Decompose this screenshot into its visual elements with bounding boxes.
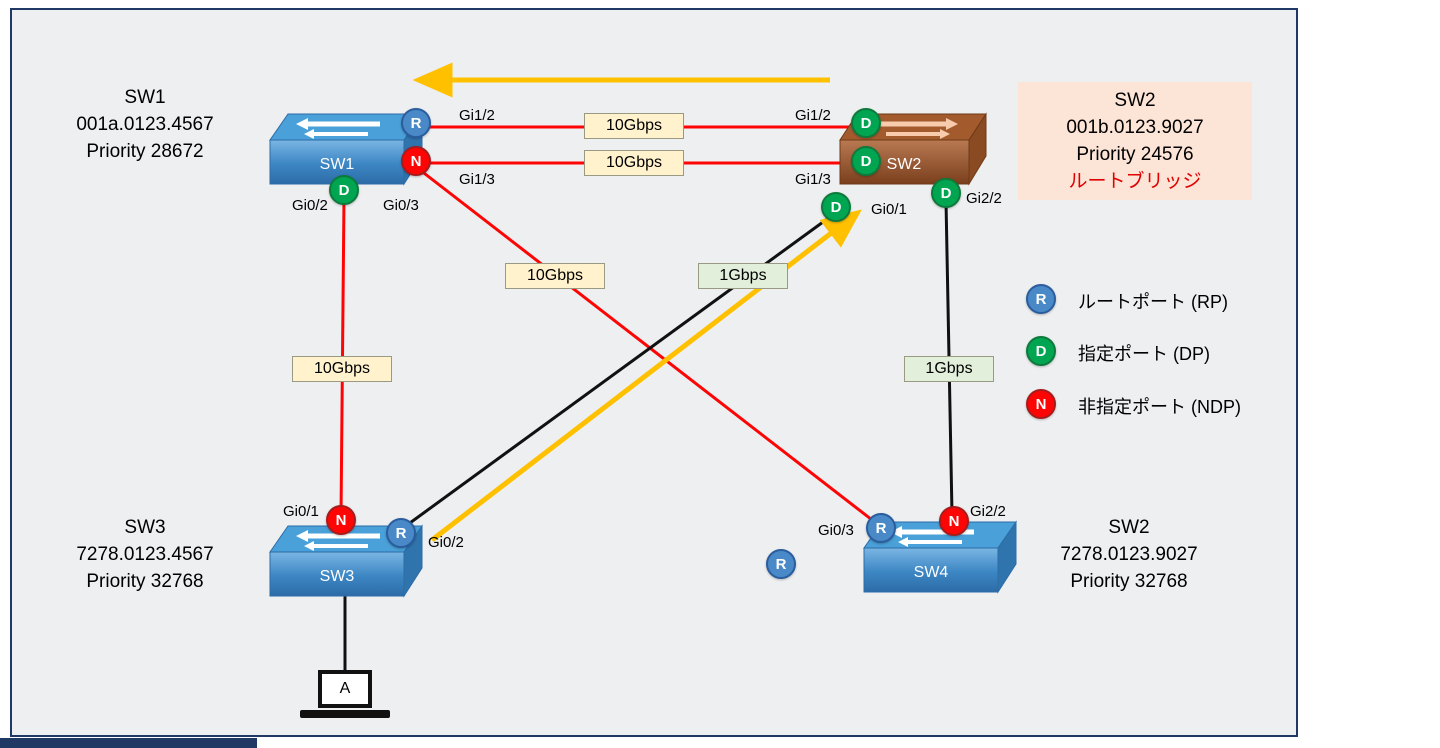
switch-label-sw4: SW4	[914, 564, 949, 581]
port-role-sw1-gi0-2-designated: D	[329, 175, 359, 205]
switch-label-sw1: SW1	[320, 156, 355, 173]
switch-icon-sw4: SW4	[863, 520, 1017, 594]
legend-root-port-icon: R	[1026, 284, 1056, 314]
port-label-sw3-gi0-2: Gi0/2	[428, 534, 464, 551]
port-label-sw2-gi0-1: Gi0/1	[871, 201, 907, 218]
host-a-laptop-base-icon	[300, 710, 390, 718]
host-a-laptop-icon: A	[318, 670, 372, 708]
info-sw3-name: SW3	[124, 517, 166, 538]
port-label-sw3-gi0-1: Gi0/1	[283, 503, 319, 520]
port-role-floating-root: R	[766, 549, 796, 579]
legend-symbol: N	[1035, 395, 1047, 413]
info-sw1-priority: Priority 28672	[86, 141, 204, 162]
info-sw1-name: SW1	[124, 87, 166, 108]
info-sw3-priority: Priority 32768	[86, 571, 204, 592]
port-role-letter: R	[775, 555, 787, 573]
port-role-letter: D	[338, 181, 350, 199]
port-label-sw4-gi0-3: Gi0/3	[818, 522, 854, 539]
port-label-sw1-gi0-3: Gi0/3	[383, 197, 419, 214]
legend-nondesignated-port-label: 非指定ポート (NDP)	[1078, 397, 1241, 417]
port-role-letter: R	[395, 524, 407, 542]
info-sw1: SW1 001a.0123.4567 Priority 28672	[30, 84, 260, 165]
legend-nondesignated-port-icon: N	[1026, 389, 1056, 419]
port-role-sw1-gi1-3-nondesignated: N	[401, 146, 431, 176]
info-sw2-priority: Priority 24576	[1076, 144, 1194, 165]
legend-designated-port-icon: D	[1026, 336, 1056, 366]
legend-designated-port-label: 指定ポート (DP)	[1078, 344, 1210, 364]
switch-arrows-icon	[296, 530, 380, 551]
port-role-letter: N	[335, 511, 347, 529]
switch-label-sw3: SW3	[320, 568, 355, 585]
info-sw1-mac: 001a.0123.4567	[76, 114, 214, 135]
port-role-sw3-gi0-1-nondesignated: N	[326, 505, 356, 535]
port-role-sw4-gi2-2-nondesignated: N	[939, 506, 969, 536]
port-role-letter: D	[830, 198, 842, 216]
speed-label-sw1-sw2-link2: 10Gbps	[584, 150, 684, 176]
port-label-sw4-gi2-2: Gi2/2	[970, 503, 1006, 520]
info-sw4-priority: Priority 32768	[1070, 571, 1188, 592]
switch-arrows-icon	[296, 118, 380, 139]
switch-sw4: SW4	[862, 520, 1018, 596]
info-sw4: SW2 7278.0123.9027 Priority 32768	[1014, 514, 1244, 595]
port-role-sw2-gi1-3-designated: D	[851, 146, 881, 176]
port-role-sw2-gi0-1-designated: D	[821, 192, 851, 222]
port-role-sw3-gi0-2-root: R	[386, 518, 416, 548]
port-role-letter: R	[875, 519, 887, 537]
speed-label-sw1-sw3: 10Gbps	[292, 356, 392, 382]
info-sw3: SW3 7278.0123.4567 Priority 32768	[30, 514, 260, 595]
port-label-sw1-gi0-2: Gi0/2	[292, 197, 328, 214]
info-sw2-mac: 001b.0123.9027	[1066, 117, 1204, 138]
legend-symbol: R	[1035, 290, 1047, 308]
info-sw4-mac: 7278.0123.9027	[1060, 544, 1198, 565]
port-role-letter: D	[860, 152, 872, 170]
speed-label-sw2-sw4: 1Gbps	[904, 356, 994, 382]
port-role-letter: N	[948, 512, 960, 530]
info-sw2-name: SW2	[1114, 90, 1156, 111]
host-a-label: A	[339, 680, 351, 697]
speed-label-sw1-sw4: 10Gbps	[505, 263, 605, 289]
port-role-sw1-gi1-2-root: R	[401, 108, 431, 138]
port-role-sw2-gi2-2-designated: D	[931, 178, 961, 208]
port-label-sw1-gi1-3: Gi1/3	[459, 171, 495, 188]
port-role-letter: N	[410, 152, 422, 170]
port-label-sw1-gi1-2: Gi1/2	[459, 107, 495, 124]
bottom-accent-strip	[0, 738, 257, 748]
legend-symbol: D	[1035, 342, 1047, 360]
port-role-sw4-gi0-3-root: R	[866, 513, 896, 543]
info-sw2-root-bridge-note: ルートブリッジ	[1068, 171, 1202, 192]
switch-sw3: SW3	[268, 524, 424, 600]
info-sw2: SW2 001b.0123.9027 Priority 24576 ルートブリッ…	[1018, 82, 1252, 200]
switch-arrows-icon	[876, 118, 958, 139]
info-sw3-mac: 7278.0123.4567	[76, 544, 214, 565]
info-sw4-name: SW2	[1108, 517, 1150, 538]
legend-root-port-label: ルートポート (RP)	[1078, 292, 1228, 312]
speed-label-sw1-sw2-link1: 10Gbps	[584, 113, 684, 139]
port-label-sw2-gi1-2: Gi1/2	[795, 107, 831, 124]
switch-icon-sw3: SW3	[269, 524, 423, 598]
port-role-letter: R	[410, 114, 422, 132]
switch-arrows-icon	[890, 526, 974, 547]
speed-label-sw2-sw3: 1Gbps	[698, 263, 788, 289]
port-role-letter: D	[940, 184, 952, 202]
port-role-sw2-gi1-2-designated: D	[851, 108, 881, 138]
port-label-sw2-gi1-3: Gi1/3	[795, 171, 831, 188]
switch-label-sw2: SW2	[887, 156, 922, 173]
port-label-sw2-gi2-2: Gi2/2	[966, 190, 1002, 207]
port-role-letter: D	[860, 114, 872, 132]
